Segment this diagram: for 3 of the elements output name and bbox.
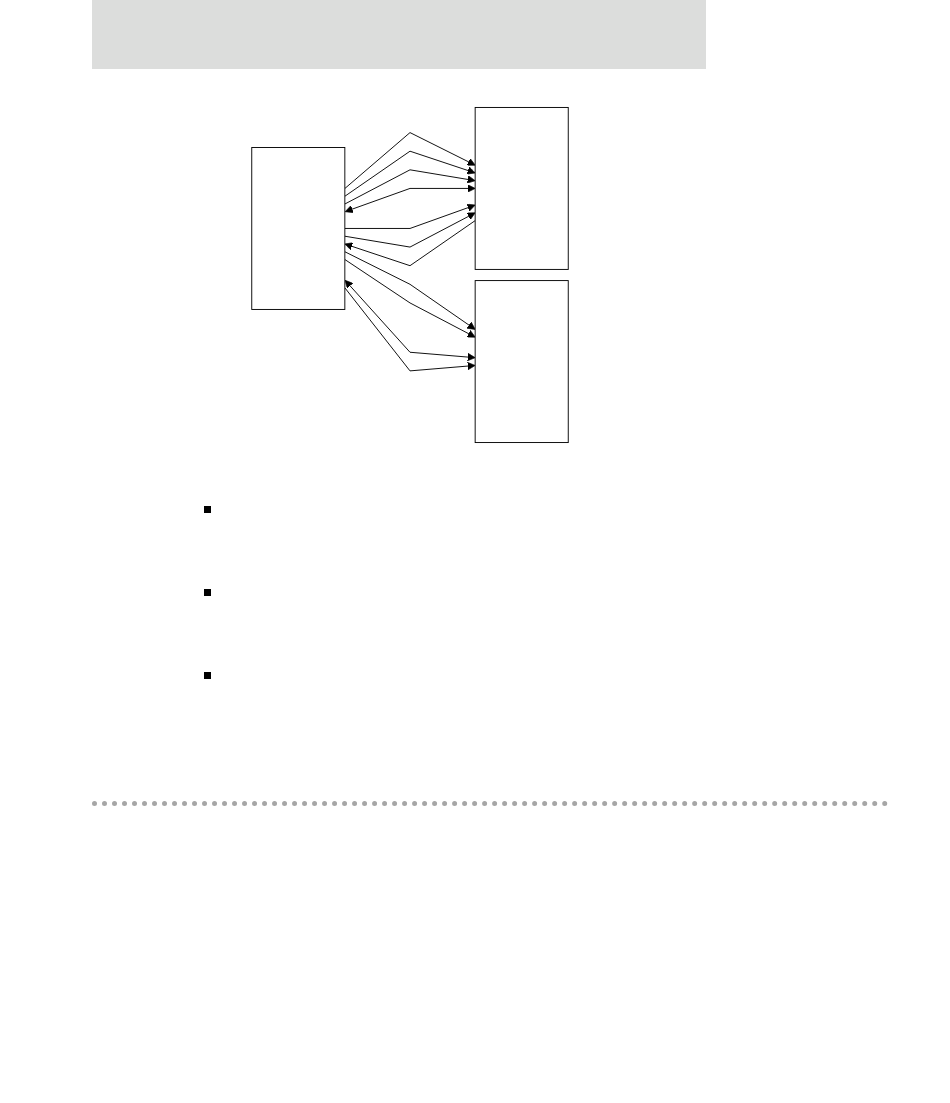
node-box bbox=[474, 107, 569, 270]
node-box bbox=[251, 147, 346, 310]
node-box bbox=[474, 280, 569, 443]
